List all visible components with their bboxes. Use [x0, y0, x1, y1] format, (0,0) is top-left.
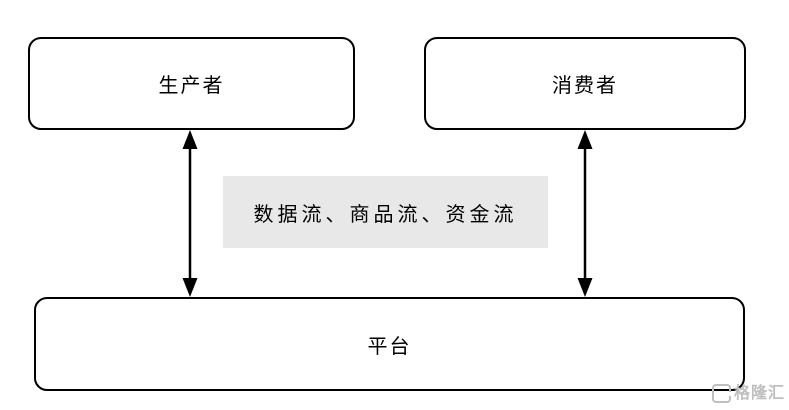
node-consumer-label: 消费者	[552, 75, 618, 97]
node-platform: 平台	[34, 297, 745, 391]
watermark-text: 格隆汇	[733, 384, 785, 402]
arrow-producer-platform-icon	[182, 130, 198, 297]
watermark: 格隆汇	[711, 384, 785, 403]
node-platform-label: 平台	[367, 335, 412, 358]
arrow-consumer-platform-icon	[577, 130, 593, 297]
node-producer: 生产者	[28, 37, 355, 130]
gelonghui-logo-icon	[711, 384, 732, 403]
node-consumer: 消费者	[424, 37, 746, 130]
flow-types-label-box: 数据流、商品流、资金流	[223, 176, 548, 248]
flow-types-label: 数据流、商品流、资金流	[253, 203, 518, 226]
node-producer-label: 生产者	[158, 75, 225, 97]
